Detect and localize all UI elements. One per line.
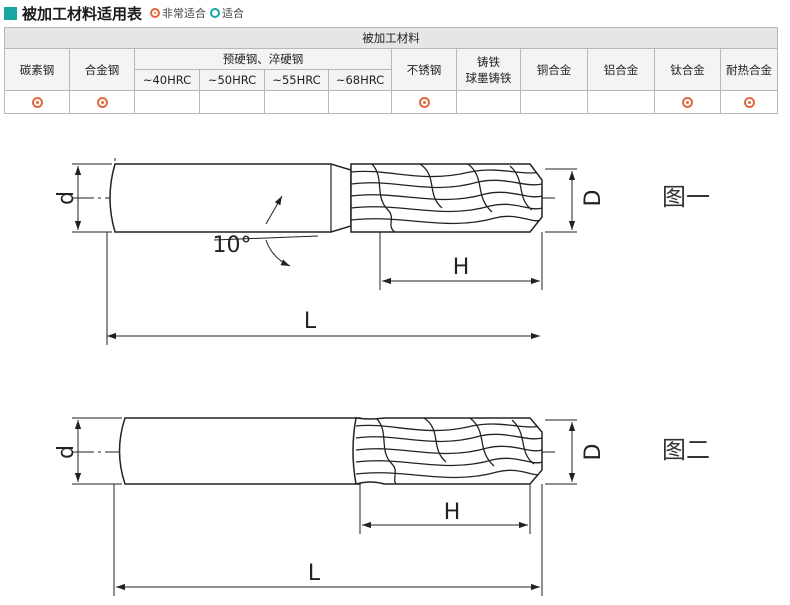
very-suitable-icon [31, 97, 43, 108]
figure1-drawing [72, 158, 577, 345]
legend-very-suitable: 非常适合 [150, 5, 206, 21]
fig1-caption: 图一 [662, 183, 710, 211]
fig1-angle-leader-bottom [265, 239, 291, 267]
fig1-shank [109, 163, 352, 233]
rating-cell [4, 90, 70, 114]
rating-cell [720, 90, 778, 114]
col-cast-iron-line2: 球墨铸铁 [465, 70, 512, 85]
rating-cell [264, 90, 329, 114]
col-cast-iron-line1: 铸铁 [477, 54, 500, 69]
rating-cell [199, 90, 265, 114]
col-hrc55: ~55HRC [264, 69, 329, 91]
col-heat-resistant: 耐热合金 [720, 48, 778, 91]
rating-cell [587, 90, 655, 114]
col-titanium-alloy: 钛合金 [654, 48, 721, 91]
col-copper-alloy: 铜合金 [520, 48, 588, 91]
fig1-angle-label: 10° [213, 233, 252, 258]
rating-cell [134, 90, 200, 114]
fig2-D-label: D [581, 444, 606, 461]
very-suitable-icon [418, 97, 430, 108]
page-header: 被加工材料适用表 非常适合 适合 [4, 2, 248, 24]
rating-cell [654, 90, 721, 114]
col-hrc40: ~40HRC [134, 69, 200, 91]
material-table: 被加工材料 碳素钢 合金钢 预硬钢、淬硬钢 不锈钢 铸铁 球墨铸铁 铜合金 铝合… [4, 27, 778, 114]
col-hardened-group: 预硬钢、淬硬钢 [134, 48, 392, 70]
fig1-angle-ref [213, 235, 319, 241]
fig2-shank [118, 417, 361, 485]
very-suitable-icon [743, 97, 755, 108]
page-title: 被加工材料适用表 [22, 4, 143, 23]
fig2-flutes [356, 418, 542, 484]
col-cast-iron: 铸铁 球墨铸铁 [456, 48, 521, 91]
fig1-angle-leader-top [265, 195, 283, 225]
very-suitable-icon [682, 97, 693, 108]
figure2-drawing [72, 417, 577, 596]
legend-suitable: 适合 [210, 5, 244, 21]
col-hrc50: ~50HRC [199, 69, 265, 91]
fig2-caption: 图二 [662, 436, 710, 464]
fig1-flute-body [350, 163, 543, 233]
rating-cell [328, 90, 392, 114]
title-marker-icon [4, 6, 17, 20]
fig1-D-label: D [581, 190, 606, 207]
fig1-H-label: H [453, 255, 470, 280]
rating-row [4, 90, 778, 114]
fig1-flutes [351, 164, 542, 232]
fig1-d-label: d [54, 191, 79, 205]
col-carbon-steel: 碳素钢 [4, 48, 70, 91]
suitable-icon [210, 8, 221, 18]
fig2-L-label: L [308, 561, 321, 586]
legend-very-suitable-label: 非常适合 [162, 7, 207, 20]
col-hrc68: ~68HRC [328, 69, 392, 91]
fig2-flute-body [352, 417, 543, 485]
col-aluminum-alloy: 铝合金 [587, 48, 655, 91]
fig2-H-label: H [444, 500, 461, 525]
very-suitable-icon [150, 8, 161, 18]
rating-cell [520, 90, 588, 114]
very-suitable-icon [96, 97, 108, 108]
fig1-L-label: L [304, 309, 317, 334]
col-stainless: 不锈钢 [391, 48, 457, 91]
legend-suitable-label: 适合 [222, 7, 245, 20]
fig2-d-label: d [54, 445, 79, 459]
